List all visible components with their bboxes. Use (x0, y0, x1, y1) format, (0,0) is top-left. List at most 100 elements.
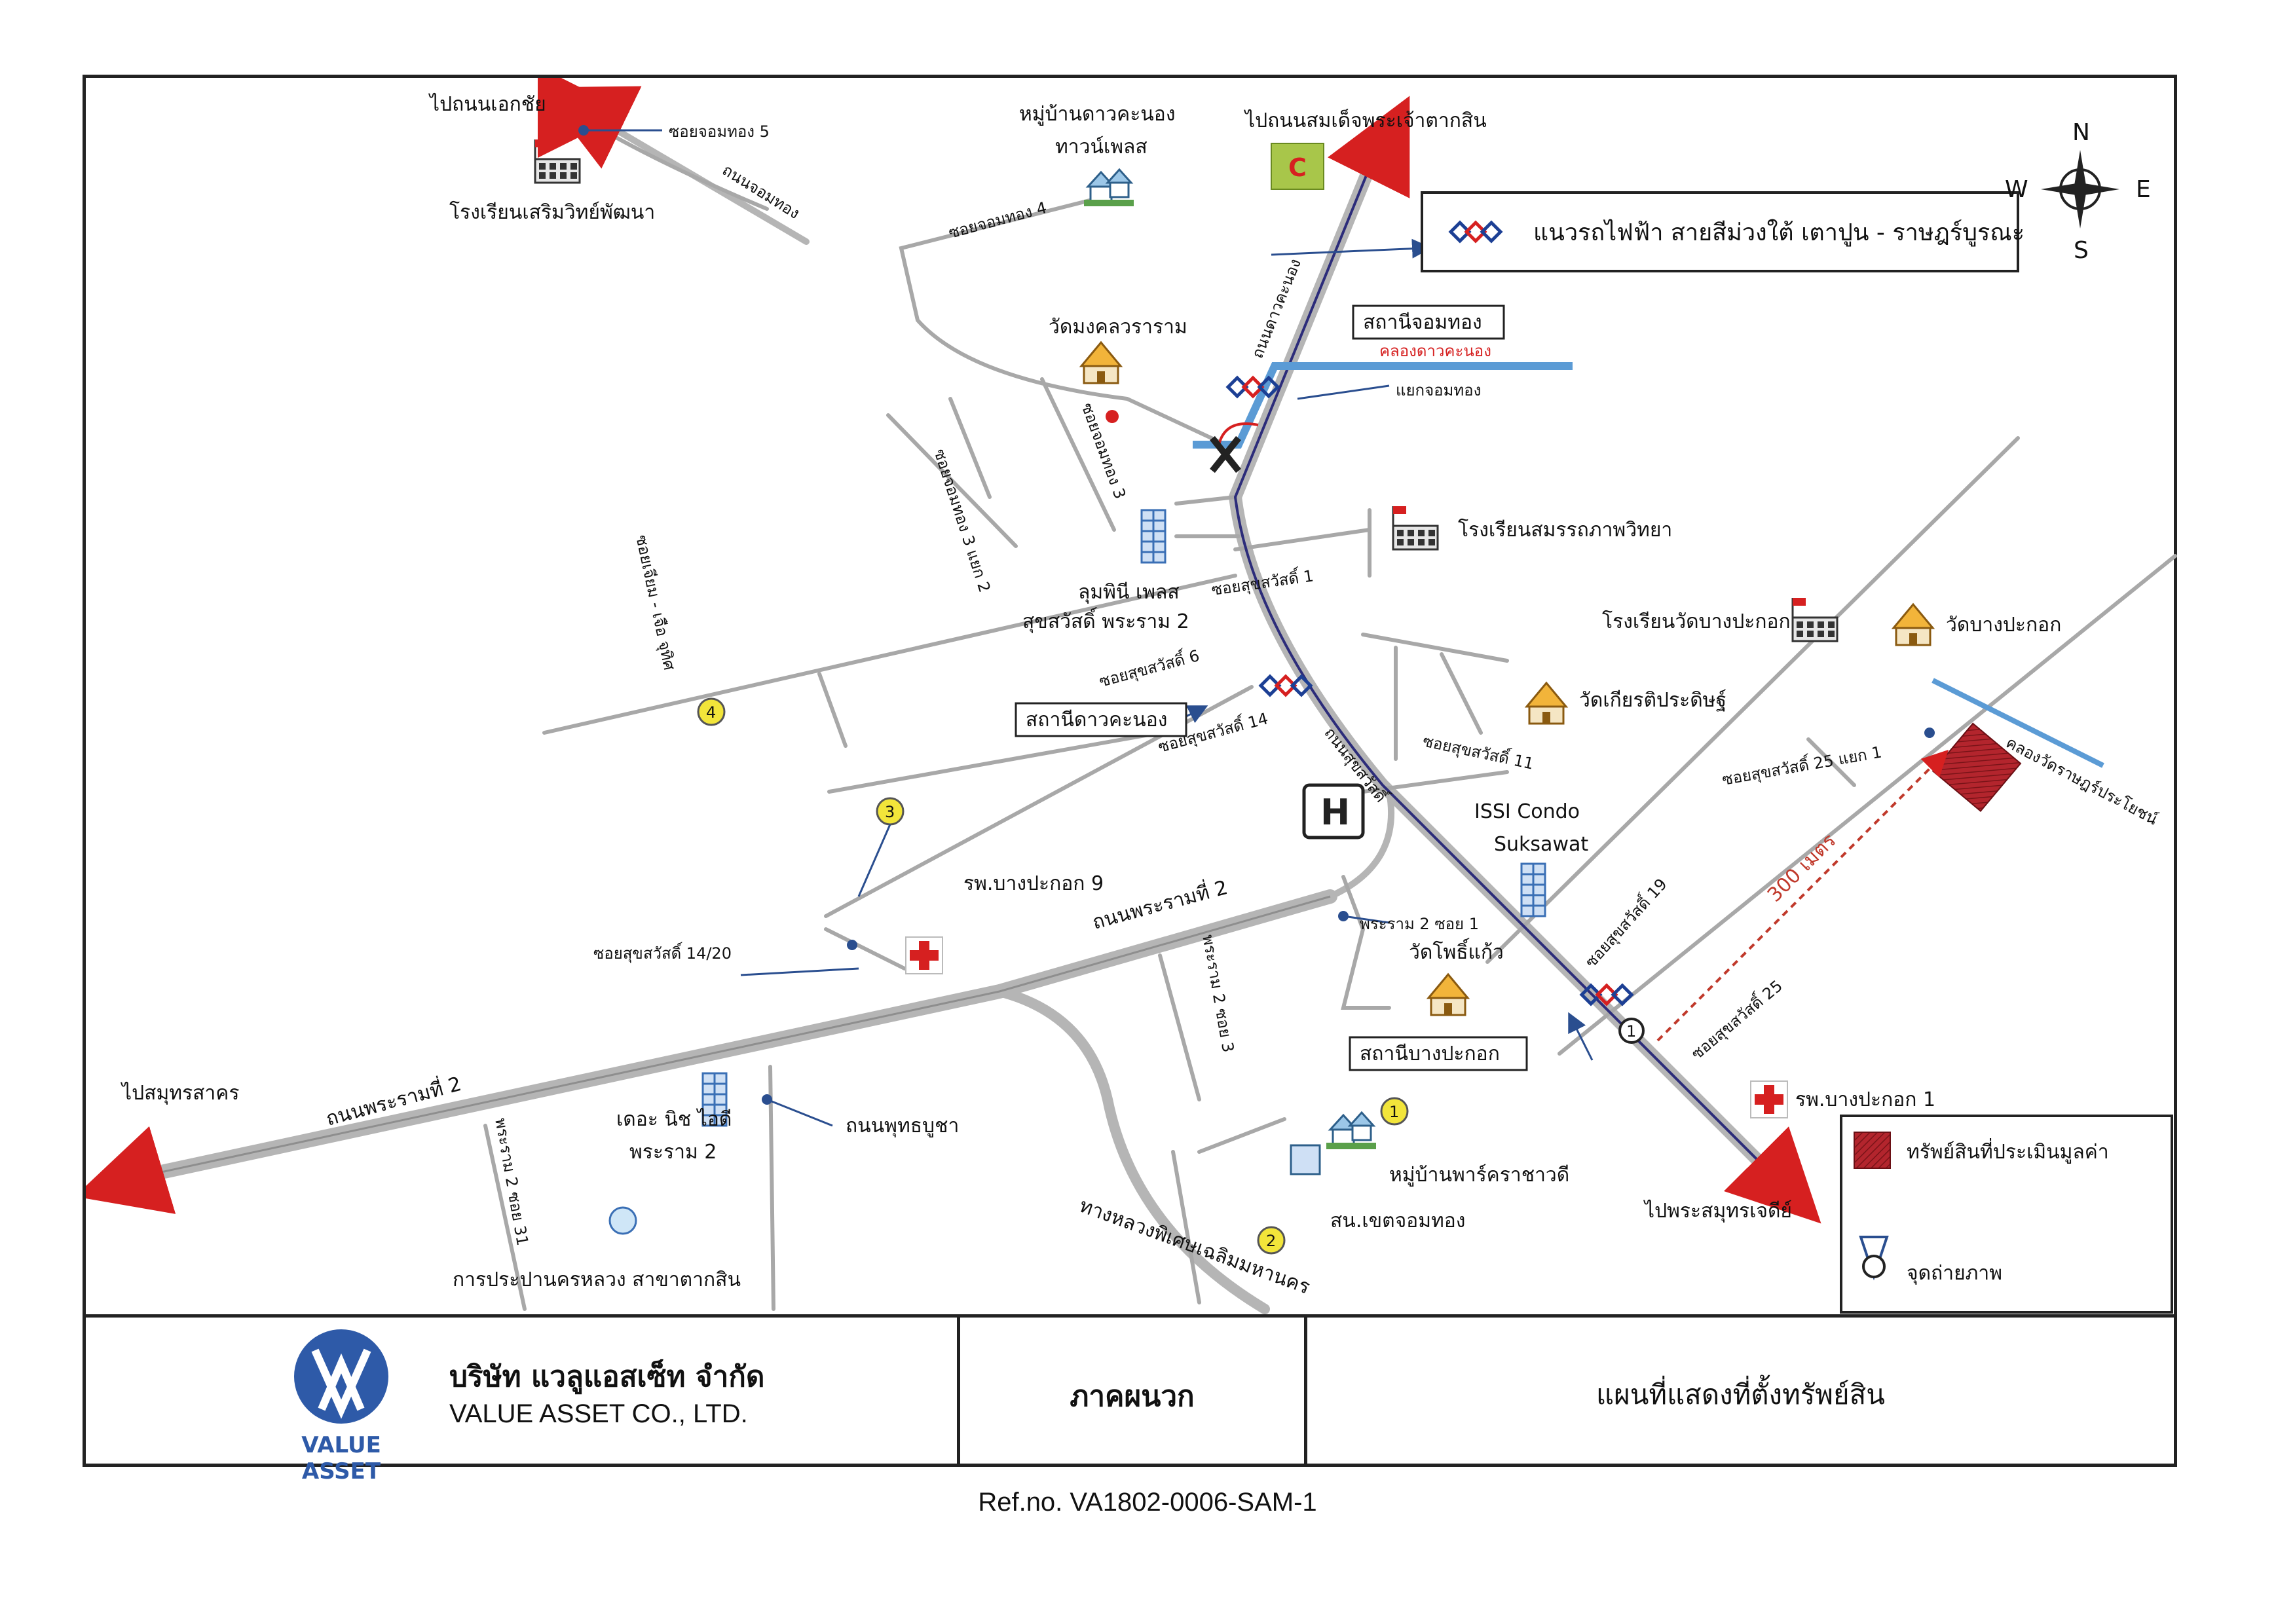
temple-icon (1892, 603, 1934, 646)
label-soi-suksawat11: ซอยสุขสวัสดิ์ 11 (1421, 729, 1536, 774)
suksawat-centerline (1233, 143, 1790, 1192)
label-village-daokanong-1: หมู่บ้านดาวคะนอง (1019, 103, 1175, 126)
legend-photo-label: จุดถ่ายภาพ (1907, 1262, 2002, 1285)
label-soi-suksawat25: ซอยสุขสวัสดิ์ 25 (1686, 974, 1786, 1063)
label-soi-suksawat6: ซอยสุขสวัสดิ์ 6 (1096, 644, 1201, 692)
compass-e: E (2136, 176, 2151, 203)
company-name-th: บริษัท แวลูแอสเซ็ท จำกัด (449, 1360, 765, 1393)
arrow-ekachai-line (539, 86, 642, 169)
label-school-soemwit: โรงเรียนเสริมวิทย์พัฒนา (449, 200, 655, 224)
section-title: ภาคผนวก (1070, 1380, 1195, 1413)
rail-legend: แนวรถไฟฟ้า สายสีม่วงใต้ เตาปูน - ราษฎร์บ… (1421, 191, 2024, 272)
school-icon (1791, 597, 1838, 642)
location-map: 300 เมตร C H 1 1 2 3 4 (86, 86, 2177, 1314)
footer-company-cell: VALUE ASSET บริษัท แวลูแอสเซ็ท จำกัด VAL… (86, 1318, 960, 1485)
svg-text:สถานีดาวคะนอง: สถานีดาวคะนอง (1026, 709, 1167, 731)
junction-icon (1210, 435, 1241, 473)
station-bangpakok-box: สถานีบางปะกอก (1349, 1036, 1528, 1071)
svg-text:สถานีจอมทอง: สถานีจอมทอง (1363, 311, 1482, 334)
value-asset-logo (294, 1329, 388, 1424)
temple-icon (1525, 682, 1567, 725)
bigc-icon (1271, 143, 1324, 190)
label-soi-jomthong3: ซอยจอมทอง 3 (1077, 400, 1129, 501)
label-issi-1: ISSI Condo (1474, 800, 1580, 823)
footer-section-cell: ภาคผนวก (960, 1318, 1307, 1464)
canal-wat-rat (1931, 678, 2104, 768)
rail-connector (1218, 422, 1259, 445)
leader-lines (578, 125, 1935, 1127)
label-to-samutchedi: ไปพระสมุทรเจดีย์ (1643, 1199, 1792, 1223)
company-name-en: VALUE ASSET CO., LTD. (449, 1399, 748, 1428)
label-issi-2: Suksawat (1494, 833, 1588, 856)
honda-icon (1302, 783, 1365, 840)
police-icon (1290, 1144, 1321, 1175)
condo-icon (1520, 862, 1546, 917)
station-daokanong-box: สถานีดาวคะนอง (1015, 702, 1187, 737)
subject-property (1931, 722, 2022, 813)
label-soi-jomthong3-2: ซอยจอมทอง 3 แยก 2 (930, 447, 994, 595)
label-soi-suksawat14-20: ซอยสุขสวัสดิ์ 14/20 (593, 942, 732, 963)
svg-text:แนวรถไฟฟ้า สายสีม่วงใต้ เตาปูน: แนวรถไฟฟ้า สายสีม่วงใต้ เตาปูน - ราษฎร์บ… (1533, 219, 2024, 247)
label-school-bangpakok: โรงเรียนวัดบางปะกอก (1602, 610, 1791, 633)
label-wat-bangpakok: วัดบางปะกอก (1946, 614, 2061, 637)
photo-point-3: 3 (876, 797, 905, 826)
label-lumpini-1: ลุมพินี เพลส (1078, 581, 1180, 604)
label-hosp-bpk1: รพ.บางปะกอก 1 (1795, 1088, 1935, 1111)
village-icon (1325, 1111, 1377, 1151)
svg-text:สถานีบางปะกอก: สถานีบางปะกอก (1360, 1043, 1500, 1065)
hospital-icon (905, 936, 943, 974)
label-soi-suksawat19: ซอยสุขสวัสดิ์ 19 (1580, 874, 1671, 972)
label-soi-jiam: ซอยเจียม - เจือ จุทิศ (631, 533, 679, 672)
label-rama2-soi3: พระราม 2 ซอย 3 (1199, 933, 1237, 1054)
compass-rose: N S W E (2005, 119, 2151, 264)
svg-text:2: 2 (1266, 1232, 1276, 1250)
compass-n: N (2072, 119, 2090, 146)
label-soi-jomthong4: ซอยจอมทอง 4 (946, 198, 1049, 242)
logo-text: VALUE ASSET (301, 1432, 381, 1485)
label-soi-suksawat25-1: ซอยสุขสวัสดิ์ 25 แยก 1 (1720, 741, 1883, 790)
honda-icon-letter: H (1320, 792, 1350, 833)
photo-point-1: 1 (1618, 1018, 1645, 1044)
school-icon (1392, 505, 1439, 551)
label-lumpini-2: สุขสวัสดิ์ พระราม 2 (1022, 607, 1189, 634)
compass-s: S (2074, 237, 2089, 264)
label-hosp-bpk9: รพ.บางปะกอก 9 (963, 872, 1104, 895)
label-mwa: การประปานครหลวง สาขาตากสิน (453, 1268, 741, 1291)
gas-station-icon (1106, 410, 1119, 423)
label-wat-kiat: วัดเกียรติประดิษฐ์ (1579, 689, 1726, 712)
map-description: แผนที่แสดงที่ตั้งทรัพย์สิน (1596, 1378, 1885, 1411)
label-road-phutthabucha: ถนนพุทธบูชา (846, 1115, 959, 1138)
village-icon (1083, 168, 1135, 208)
rama2-centerline (118, 895, 1331, 1183)
label-niche-2: พระราม 2 (629, 1141, 717, 1164)
label-to-ekachai: ไปถนนเอกชัย (428, 92, 546, 116)
legend-subject-label: ทรัพย์สินที่ประเมินมูลค่า (1907, 1138, 2109, 1164)
legend-photo-icon (1859, 1236, 1889, 1281)
arrow-to-taksin (1328, 96, 1410, 198)
arrow-to-samutchedi (1724, 1126, 1821, 1224)
label-niche-1: เดอะ นิช ไอดี (616, 1107, 732, 1131)
photo-point-2: 2 (1257, 1226, 1286, 1255)
label-school-samorn: โรงเรียนสมรรถภาพวิทยา (1458, 518, 1672, 542)
legend-subject-swatch (1854, 1132, 1891, 1169)
map-legend: ทรัพย์สินที่ประเมินมูลค่า จุดถ่ายภาพ (1840, 1115, 2173, 1314)
waterworks-icon (608, 1206, 637, 1235)
label-junction-jomthong: แยกจอมทอง (1396, 381, 1481, 399)
label-wat-phokaew: วัดโพธิ์แก้ว (1409, 938, 1504, 964)
school-icon (534, 138, 581, 184)
label-soi-jomthong5: ซอยจอมทอง 5 (669, 122, 770, 141)
svg-text:4: 4 (706, 703, 716, 722)
label-to-samutsakhon: ไปสมุทรสาคร (121, 1081, 239, 1105)
hospital-icon (1750, 1080, 1788, 1118)
label-village-park: หมู่บ้านพาร์คราชาวดี (1389, 1164, 1569, 1187)
station-jomthong-box: สถานีจอมทอง (1352, 304, 1505, 340)
svg-text:3: 3 (885, 803, 895, 821)
label-rama2-soi1: พระราม 2 ซอย 1 (1360, 915, 1479, 933)
arrow-to-samutsakhon (86, 1126, 176, 1214)
bigc-icon-letter: C (1288, 153, 1307, 182)
footer-block: VALUE ASSET บริษัท แวลูแอสเซ็ท จำกัด VAL… (83, 1314, 2177, 1485)
svg-text:1: 1 (1626, 1022, 1636, 1041)
label-canal-daokanong: คลองดาวคะนอง (1379, 342, 1491, 360)
label-police: สน.เขตจอมทอง (1330, 1209, 1465, 1232)
reference-number: Ref.no. VA1802-0006-SAM-1 (978, 1488, 1317, 1517)
